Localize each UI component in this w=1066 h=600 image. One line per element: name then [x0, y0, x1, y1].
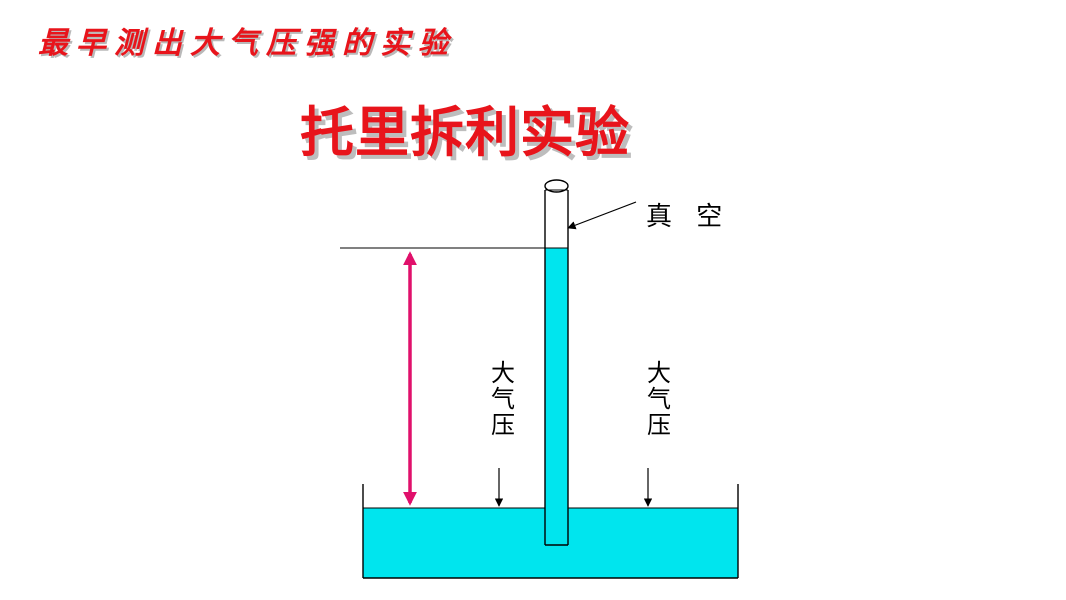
slide-heading: 最早测出大气压强的实验 [38, 26, 456, 61]
glass-tube [544, 179, 569, 546]
tube-top-cap [544, 179, 569, 193]
tube-mercury-column [545, 248, 568, 545]
vacuum-pointer-arrow [567, 201, 637, 230]
slide-title: 托里拆利实验 [300, 101, 630, 164]
vacuum-label: 真 空 [646, 202, 731, 232]
atmospheric-pressure-label-right: 大气压 [647, 359, 671, 439]
atmospheric-pressure-label-left: 大气压 [491, 359, 515, 439]
